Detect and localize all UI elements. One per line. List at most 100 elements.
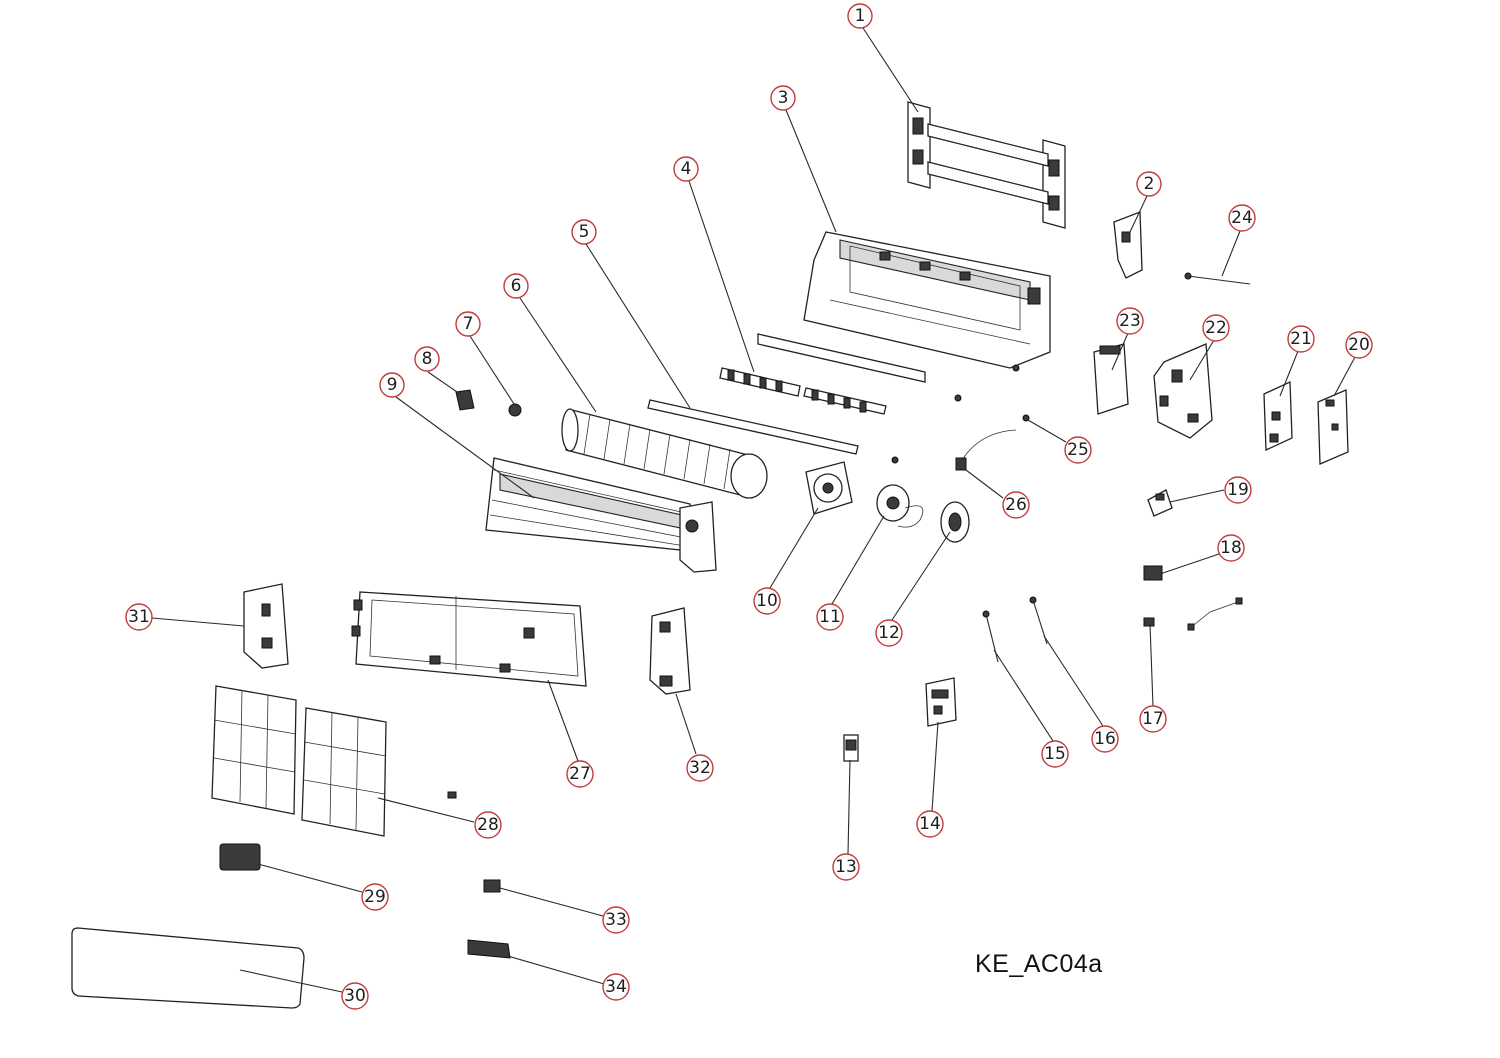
part-21-pcb-plate <box>1263 381 1293 451</box>
svg-text:8: 8 <box>422 349 433 369</box>
part-24-pipe <box>1184 272 1251 285</box>
callout-7: 7 <box>455 311 481 337</box>
callout-21: 21 <box>1287 325 1315 353</box>
svg-text:17: 17 <box>1142 709 1164 729</box>
leader-14 <box>931 721 939 812</box>
leader-3 <box>785 109 837 233</box>
svg-text:5: 5 <box>579 222 590 242</box>
svg-text:7: 7 <box>463 314 474 334</box>
part-29-display-module <box>219 843 261 871</box>
callout-34: 34 <box>602 973 630 1001</box>
part-34-remote-holder <box>467 939 511 959</box>
part-26-wire-assembly <box>955 429 1017 471</box>
svg-text:18: 18 <box>1220 538 1242 558</box>
callout-17: 17 <box>1139 705 1167 733</box>
svg-text:33: 33 <box>605 910 627 930</box>
callout-25: 25 <box>1064 436 1092 464</box>
part-7-bearing <box>508 403 522 417</box>
svg-text:13: 13 <box>835 857 857 877</box>
leader-28 <box>377 797 475 823</box>
svg-text:9: 9 <box>387 375 398 395</box>
callout-13: 13 <box>832 853 860 881</box>
leader-15 <box>993 649 1054 742</box>
screw-c <box>1012 364 1020 372</box>
leader-23 <box>1111 332 1129 371</box>
part-32-right-side-cover <box>649 607 691 695</box>
leader-33 <box>499 887 604 917</box>
callout-2: 2 <box>1136 171 1162 197</box>
leader-11 <box>831 515 885 605</box>
part-27-front-frame <box>351 591 587 687</box>
svg-text:27: 27 <box>569 764 591 784</box>
svg-text:11: 11 <box>819 607 841 627</box>
part-18-terminal-block <box>1143 565 1163 581</box>
callout-11: 11 <box>816 603 844 631</box>
svg-text:24: 24 <box>1231 208 1253 228</box>
svg-text:22: 22 <box>1205 318 1227 338</box>
leader-29 <box>257 863 363 893</box>
svg-text:30: 30 <box>344 986 366 1006</box>
part-1-mounting-plate <box>907 101 1066 229</box>
callout-8: 8 <box>414 346 440 372</box>
svg-text:15: 15 <box>1044 744 1066 764</box>
callout-29: 29 <box>361 883 389 911</box>
part-23-box-cover <box>1093 343 1129 415</box>
callout-30: 30 <box>341 982 369 1010</box>
callout-27: 27 <box>566 760 594 788</box>
leader-27 <box>547 679 579 762</box>
part-5-horizontal-vane <box>647 399 859 455</box>
callout-24: 24 <box>1228 204 1256 232</box>
callout-14: 14 <box>916 810 944 838</box>
part-6-cross-flow-fan <box>561 408 768 499</box>
callout-6: 6 <box>503 273 529 299</box>
part-12-motor-cover <box>940 501 970 543</box>
callout-1: 1 <box>847 3 873 29</box>
callout-26: 26 <box>1002 491 1030 519</box>
svg-text:21: 21 <box>1290 329 1312 349</box>
callout-28: 28 <box>474 811 502 839</box>
leader-5 <box>585 243 691 409</box>
part-13-sensor <box>843 734 859 762</box>
svg-text:3: 3 <box>778 88 789 108</box>
model-code-label: KE_AC04a <box>975 950 1103 978</box>
leader-7 <box>469 335 515 405</box>
leader-32 <box>675 693 697 755</box>
callout-19: 19 <box>1224 476 1252 504</box>
callout-3: 3 <box>770 85 796 111</box>
callout-12: 12 <box>875 619 903 647</box>
part-2-bracket <box>1113 211 1143 279</box>
callout-20: 20 <box>1345 331 1373 359</box>
svg-text:1: 1 <box>855 6 866 26</box>
svg-text:14: 14 <box>919 814 941 834</box>
leader-26 <box>965 469 1004 499</box>
svg-text:19: 19 <box>1227 480 1249 500</box>
part-3-chassis <box>803 231 1051 369</box>
leader-8 <box>427 371 461 395</box>
part-11-fan-motor <box>876 484 924 528</box>
leader-25 <box>1027 419 1067 443</box>
callout-23: 23 <box>1116 307 1144 335</box>
svg-text:23: 23 <box>1119 311 1141 331</box>
svg-text:4: 4 <box>681 159 692 179</box>
callout-31: 31 <box>125 603 153 631</box>
svg-text:28: 28 <box>477 815 499 835</box>
svg-text:20: 20 <box>1348 335 1370 355</box>
callout-16: 16 <box>1091 725 1119 753</box>
callout-33: 33 <box>602 906 630 934</box>
leader-10 <box>769 507 819 589</box>
callout-15: 15 <box>1041 740 1069 768</box>
part-19-clip <box>1147 489 1173 517</box>
svg-text:6: 6 <box>511 276 522 296</box>
svg-text:29: 29 <box>364 887 386 907</box>
leader-18 <box>1159 553 1220 575</box>
callout-5: 5 <box>571 219 597 245</box>
leader-19 <box>1169 489 1225 503</box>
part-8-bearing-holder <box>455 389 475 411</box>
part-4-louvre-assembly <box>719 333 926 415</box>
svg-text:31: 31 <box>128 607 150 627</box>
part-10-motor-holder <box>805 461 853 515</box>
leader-lines <box>151 27 1356 993</box>
leader-22 <box>1189 339 1215 381</box>
svg-text:26: 26 <box>1005 495 1027 515</box>
